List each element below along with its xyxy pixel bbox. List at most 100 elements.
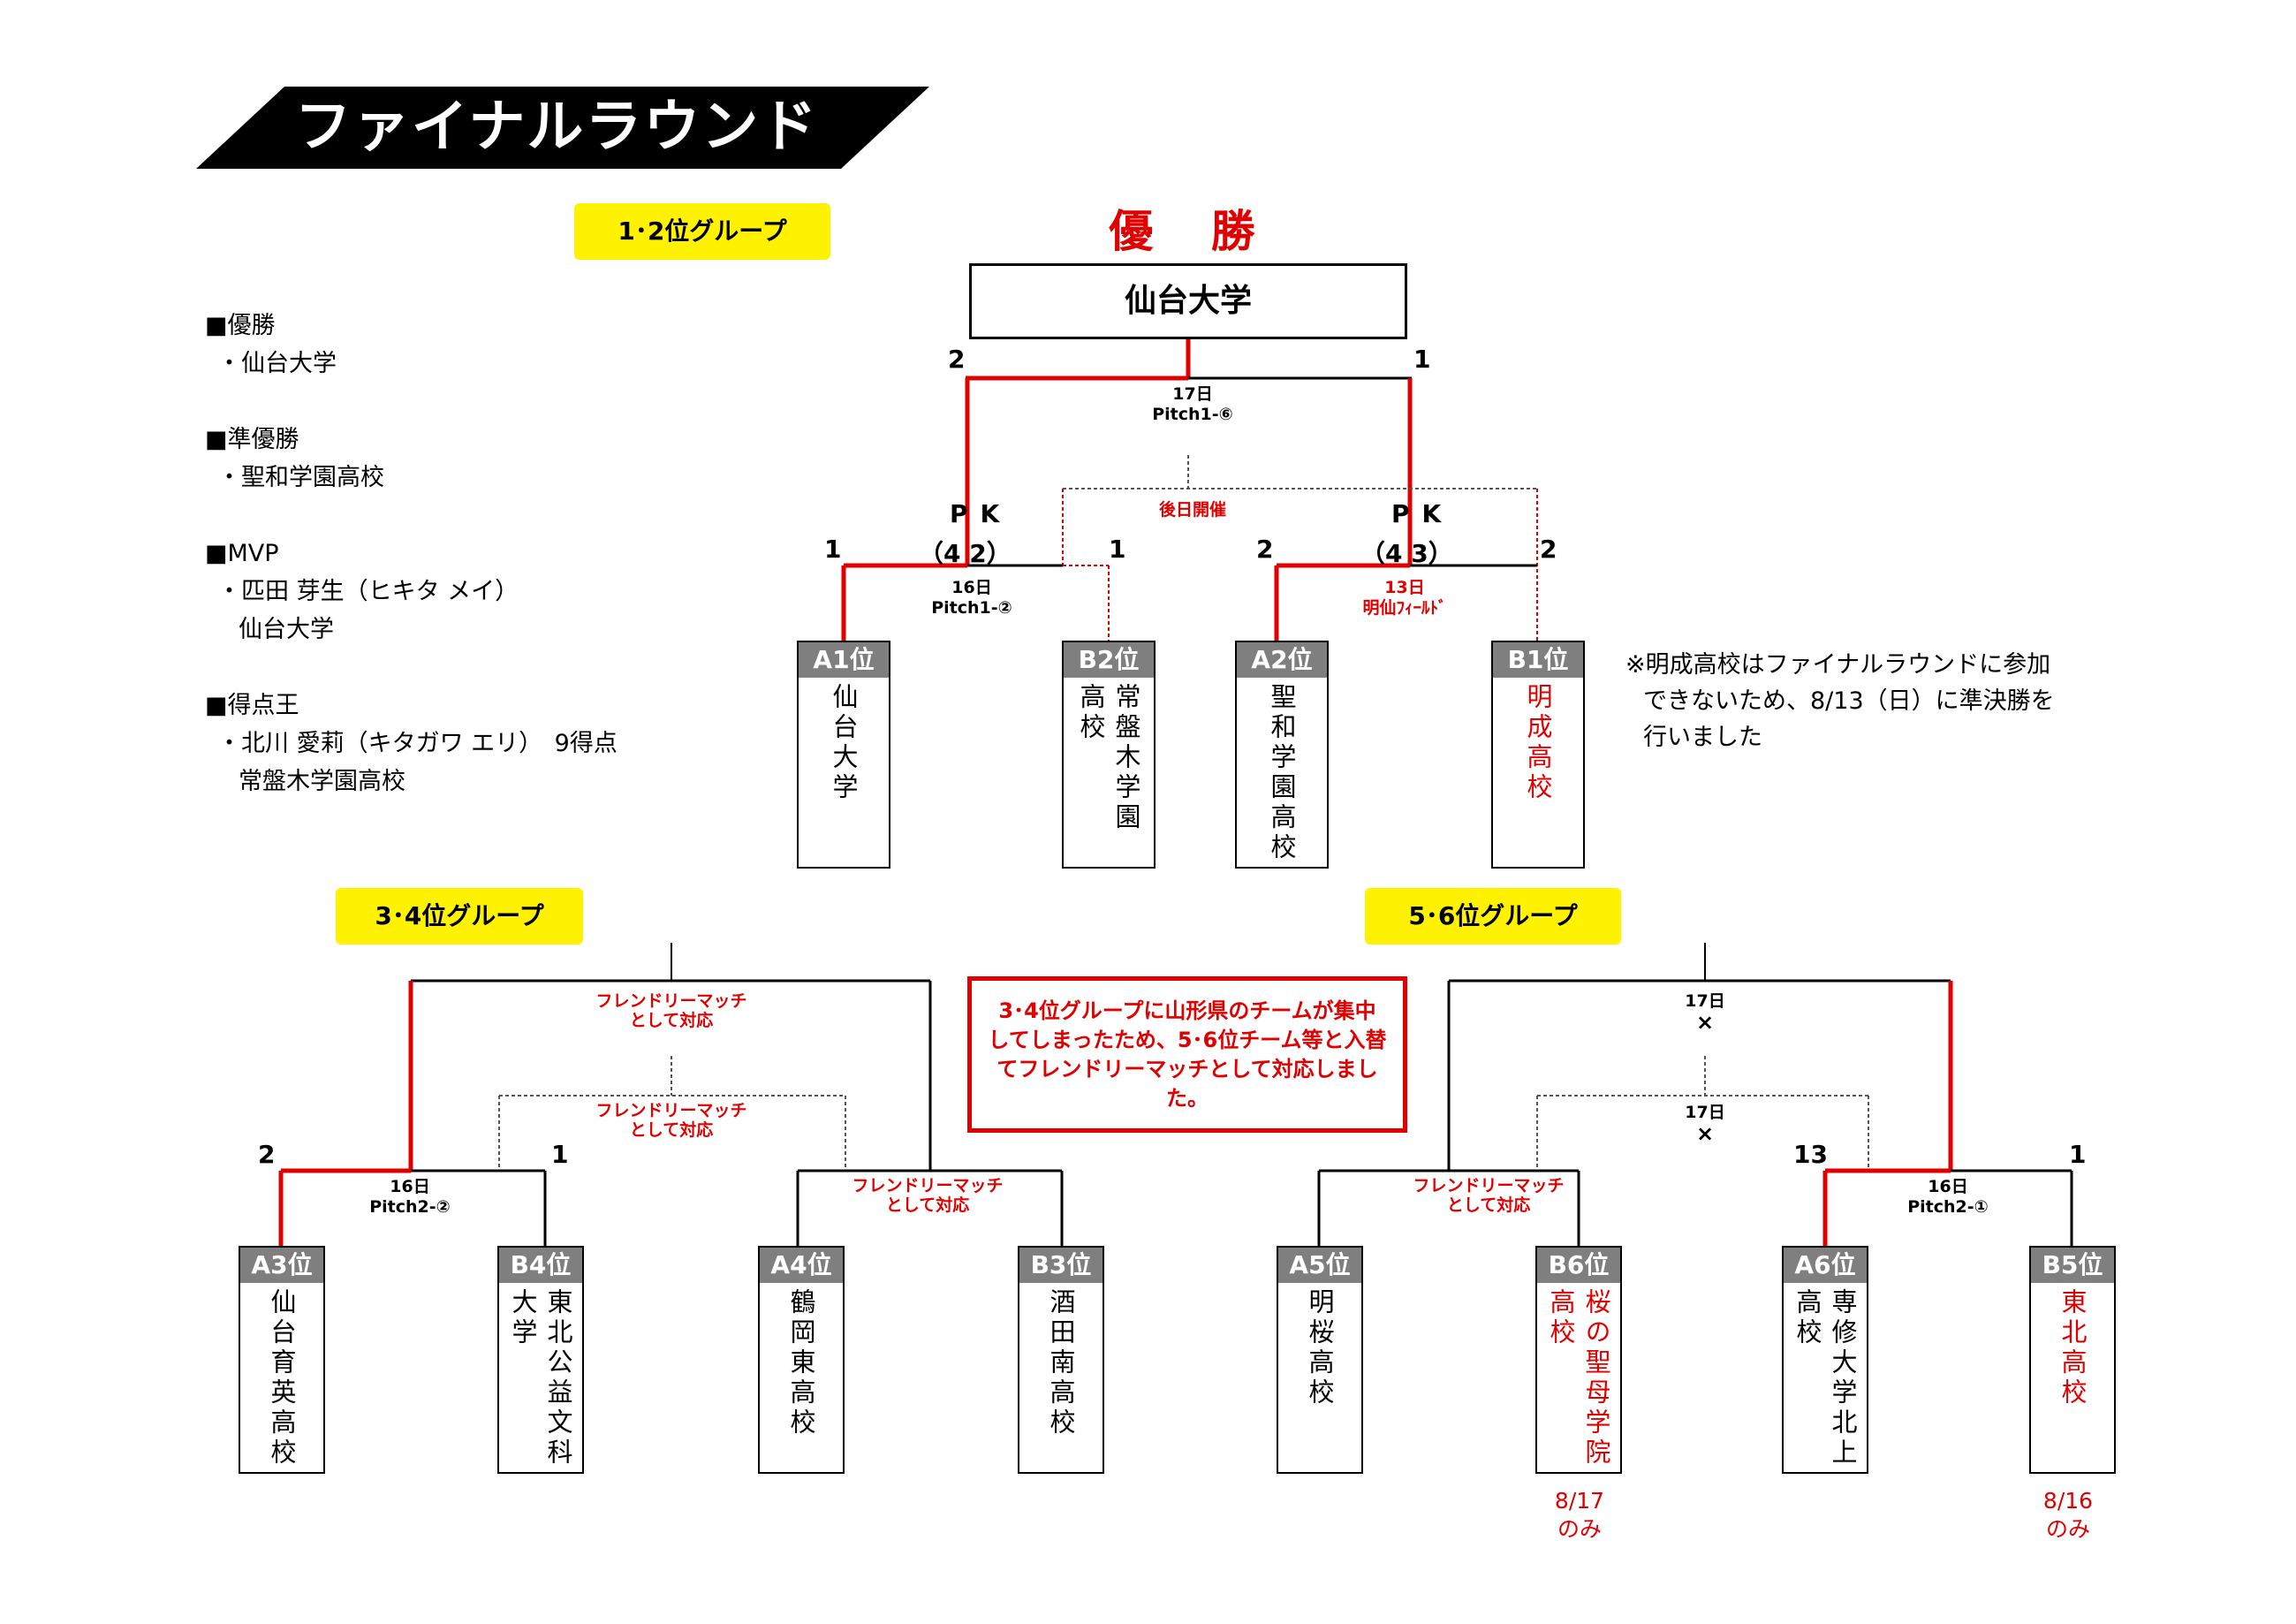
- final-date: 17日: [1172, 384, 1213, 404]
- awards-list: ■優勝 ・仙台大学 ■準優勝 ・聖和学園高校 ■MVP ・匹田 芽生（ヒキタ メ…: [205, 307, 618, 801]
- champion-box: 仙台大学: [969, 263, 1407, 339]
- team-name-line: 明桜高校: [1305, 1288, 1335, 1408]
- award-topscorer-heading: ■得点王: [205, 692, 299, 719]
- g34-score-right: 1: [551, 1140, 569, 1169]
- semi2-pk-score: （4 3）: [1360, 539, 1453, 568]
- g34-right-label: フレンドリーマッチ として対応: [852, 1176, 1004, 1215]
- award-topscorer-player: ・北川 愛莉（キタガワ エリ） 9得点: [217, 730, 618, 757]
- top-team-0: A1位仙台大学: [797, 641, 890, 869]
- semi1-pk-label: PK: [950, 499, 1012, 528]
- award-yusho-value: ・仙台大学: [217, 350, 337, 377]
- team-position-label: B6位: [1537, 1248, 1620, 1283]
- g34-mid-label: フレンドリーマッチ として対応: [595, 1101, 747, 1140]
- g56-date: 16日: [1928, 1177, 1968, 1196]
- team-name-line: 東北公益文科: [543, 1288, 573, 1468]
- side-note: ※明成高校はファイナルラウンドに参加 できないため、8/13（日）に準決勝を 行…: [1625, 647, 2055, 755]
- semi2-date: 13日: [1384, 578, 1425, 597]
- team-position-label: B1位: [1493, 642, 1583, 678]
- team-position-label: A1位: [799, 642, 889, 678]
- team-name: 鶴岡東高校: [760, 1283, 843, 1438]
- top-team-1: B2位常盤木学園高校: [1062, 641, 1156, 869]
- g34-date: 16日: [390, 1177, 430, 1196]
- team-name: 桜の聖母学院高校: [1537, 1283, 1620, 1468]
- team-name-line: 常盤木学園: [1111, 683, 1141, 833]
- team-name-line: 聖和学園高校: [1267, 683, 1297, 863]
- g34-top-label: フレンドリーマッチ として対応: [595, 991, 747, 1030]
- team-position-label: B5位: [2031, 1248, 2114, 1283]
- award-yusho-heading: ■優勝: [205, 312, 276, 339]
- semi2-pitch: 明仙ﾌｨｰﾙﾄﾞ: [1362, 598, 1447, 618]
- page-title: ファイナルラウンド: [294, 95, 819, 160]
- bottom-team-3: B3位酒田南高校: [1018, 1246, 1104, 1474]
- team-position-label: A4位: [760, 1248, 843, 1283]
- side-note-line1: ※明成高校はファイナルラウンドに参加: [1625, 651, 2051, 679]
- team-name-line: 高校: [1792, 1288, 1822, 1348]
- side-note-line3: 行いました: [1643, 724, 1762, 751]
- group-label-1-2: 1･2位グループ: [574, 203, 830, 260]
- team-name-line: 鶴岡東高校: [786, 1288, 816, 1438]
- semi1-date: 16日: [951, 578, 992, 597]
- team-position-label: B4位: [499, 1248, 582, 1283]
- award-mvp-player: ・匹田 芽生（ヒキタ メイ）: [217, 578, 519, 605]
- team-name-line: 仙台育英高校: [267, 1288, 297, 1468]
- team-position-label: B3位: [1019, 1248, 1103, 1283]
- team-name: 専修大学北上高校: [1784, 1283, 1867, 1468]
- team-name-line: 高校: [1076, 683, 1106, 743]
- bottom-team-5: B6位桜の聖母学院高校: [1535, 1246, 1622, 1474]
- top-team-3: B1位明成高校: [1491, 641, 1585, 869]
- award-junyusho-value: ・聖和学園高校: [217, 464, 384, 491]
- bottom-team-7: B5位東北高校: [2029, 1246, 2116, 1474]
- semi-later-label: 後日開催: [1158, 500, 1226, 520]
- team-name-line: 明成高校: [1523, 683, 1553, 803]
- semi2-score-right: 2: [1540, 535, 1557, 564]
- team-name-line: 東北高校: [2057, 1288, 2088, 1408]
- final-score-left: 2: [948, 345, 966, 374]
- team-name: 常盤木学園高校: [1064, 678, 1154, 833]
- final-pitch: Pitch1-⑥: [1152, 405, 1233, 424]
- side-note-line2: できないため、8/13（日）に準決勝を: [1643, 687, 2055, 715]
- b6-date-note: 8/17 のみ: [1554, 1488, 1605, 1542]
- award-topscorer-team: 常盤木学園高校: [239, 768, 405, 795]
- final-score-right: 1: [1413, 345, 1431, 374]
- bottom-team-1: B4位東北公益文科大学: [497, 1246, 584, 1474]
- g56-top-date: 17日: [1685, 991, 1725, 1011]
- g56-score-left: 13: [1793, 1140, 1828, 1169]
- g56-pitch: Pitch2-①: [1907, 1197, 1989, 1217]
- team-name: 東北高校: [2031, 1283, 2114, 1408]
- g34-score-left: 2: [258, 1140, 276, 1169]
- team-name-line: 高校: [1546, 1288, 1576, 1348]
- notice-line2: してしまったため、5･6位チーム等と入替: [988, 1028, 1387, 1052]
- g56-top-mark: ×: [1695, 1010, 1715, 1035]
- team-position-label: B2位: [1064, 642, 1154, 678]
- g34-pitch: Pitch2-②: [369, 1197, 451, 1217]
- team-name: 東北公益文科大学: [499, 1283, 582, 1468]
- g56-mid-mark: ×: [1695, 1121, 1715, 1146]
- semi2-score-left: 2: [1256, 535, 1274, 564]
- team-position-label: A5位: [1278, 1248, 1361, 1283]
- award-mvp-team: 仙台大学: [239, 616, 334, 643]
- bottom-team-2: A4位鶴岡東高校: [758, 1246, 845, 1474]
- team-name: 明桜高校: [1278, 1283, 1361, 1408]
- semi2-pk-label: PK: [1391, 499, 1454, 528]
- champion-heading: 優 勝: [1109, 206, 1277, 257]
- team-name: 仙台大学: [799, 678, 889, 803]
- team-name: 聖和学園高校: [1237, 678, 1327, 863]
- bottom-team-6: A6位専修大学北上高校: [1782, 1246, 1868, 1474]
- g56-left-label: フレンドリーマッチ として対応: [1413, 1176, 1565, 1215]
- notice-line3: てフレンドリーマッチとして対応しました。: [996, 1057, 1378, 1111]
- team-name-line: 酒田南高校: [1046, 1288, 1076, 1438]
- semi1-score-right: 1: [1109, 535, 1126, 564]
- semi1-pk-score: （4 2）: [919, 539, 1012, 568]
- semi1-pitch: Pitch1-②: [931, 598, 1012, 618]
- team-position-label: A3位: [240, 1248, 323, 1283]
- bottom-team-4: A5位明桜高校: [1277, 1246, 1363, 1474]
- award-mvp-heading: ■MVP: [205, 540, 279, 567]
- top-team-2: A2位聖和学園高校: [1235, 641, 1329, 869]
- notice-box: 3･4位グループに山形県のチームが集中 してしまったため、5･6位チーム等と入替…: [967, 976, 1407, 1133]
- g56-mid-date: 17日: [1685, 1103, 1725, 1122]
- title-banner: [196, 87, 929, 169]
- team-position-label: A2位: [1237, 642, 1327, 678]
- award-junyusho-heading: ■準優勝: [205, 426, 299, 453]
- g56-score-right: 1: [2069, 1140, 2087, 1169]
